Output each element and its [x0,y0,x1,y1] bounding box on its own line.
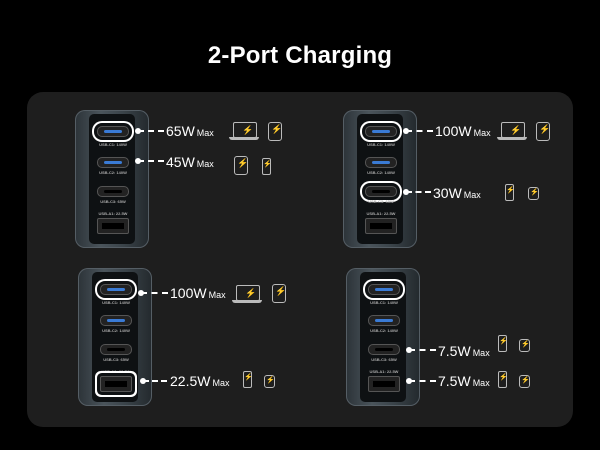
watch-icon: ⚡ [519,339,530,352]
connector-line [409,380,436,382]
bolt-icon: ⚡ [530,189,539,196]
port-label: USB-C1: 140W [102,300,130,305]
port-label: USB-C3: 65W [100,199,126,204]
connector-line [409,349,436,351]
connector-line [138,160,164,162]
config-2: USB-C1: 140W USB-C2: 140W USB-C3: 65W US… [343,110,600,270]
connector-line [406,191,431,193]
phone-icon: ⚡ [243,371,253,388]
port-label: USB-C3: 65W [103,357,129,362]
connector-line [141,292,168,294]
charger-port [368,376,400,392]
bolt-icon: ⚡ [510,125,522,135]
page-title: 2-Port Charging [207,42,393,69]
charger-port [97,186,129,197]
phone-icon: ⚡ [498,335,508,352]
port-label: USB-C3: 65W [368,199,394,204]
port-label: USB-A1: 22.5W [98,211,128,216]
bolt-icon: ⚡ [245,288,257,298]
port-label: USB-A1: 22.5W [369,369,399,374]
charger-port [97,157,129,168]
bolt-icon: ⚡ [237,158,249,168]
config-3: USB-C1: 140W USB-C2: 140W USB-C3: 65W US… [78,268,378,428]
watch-icon: ⚡ [264,375,275,388]
port-label: USB-C3: 65W [371,357,397,362]
bolt-icon: ⚡ [539,124,551,134]
phone-icon: ⚡ [262,158,272,175]
charger-port [100,284,132,295]
bolt-icon: ⚡ [242,125,254,135]
charger-port [100,344,132,355]
tablet-icon: ⚡ [268,122,282,141]
charger-port [365,126,397,137]
tablet-icon: ⚡ [234,156,248,175]
port-label: USB-C1: 140W [367,142,395,147]
port-label: USB-C2: 140W [367,170,395,175]
tablet-icon: ⚡ [272,284,286,303]
port-label: USB-C2: 140W [370,328,398,333]
charger-image: USB-C1: 140W USB-C2: 140W USB-C3: 65W US… [346,268,420,406]
charger-face: USB-C1: 140W USB-C2: 140W USB-C3: 65W US… [360,272,406,402]
charger-port [368,315,400,326]
watch-icon: ⚡ [519,375,530,388]
bolt-icon: ⚡ [271,124,283,134]
phone-icon: ⚡ [498,371,508,388]
port-label: USB-C2: 140W [102,328,130,333]
tablet-icon: ⚡ [536,122,550,141]
port-label: USB-A1: 22.5W [366,211,396,216]
charger-port [100,315,132,326]
bolt-icon: ⚡ [244,374,253,381]
laptop-icon: ⚡ [229,122,259,140]
charger-face: USB-C1: 140W USB-C2: 140W USB-C3: 65W US… [357,114,403,244]
watch-icon: ⚡ [528,187,539,200]
charger-port [365,218,397,234]
config-1: USB-C1: 140W USB-C2: 140W USB-C3: 65W US… [75,110,375,270]
charger-port [365,186,397,197]
charger-port [97,126,129,137]
charger-port [100,376,132,392]
bolt-icon: ⚡ [521,377,530,384]
bolt-icon: ⚡ [275,286,287,296]
charger-face: USB-C1: 140W USB-C2: 140W USB-C3: 65W US… [89,114,135,244]
port-label: USB-C1: 140W [99,142,127,147]
laptop-icon: ⚡ [232,285,262,303]
port-label: USB-A1: 22.5W [101,369,131,374]
charger-image: USB-C1: 140W USB-C2: 140W USB-C3: 65W US… [78,268,152,406]
config-4: USB-C1: 140W USB-C2: 140W USB-C3: 65W US… [346,268,600,428]
charger-port [365,157,397,168]
bolt-icon: ⚡ [266,377,275,384]
charger-image: USB-C1: 140W USB-C2: 140W USB-C3: 65W US… [343,110,417,248]
port-label: USB-C1: 140W [370,300,398,305]
port-label: USB-C2: 140W [99,170,127,175]
charger-face: USB-C1: 140W USB-C2: 140W USB-C3: 65W US… [92,272,138,402]
bolt-icon: ⚡ [499,338,508,345]
phone-icon: ⚡ [505,184,515,201]
connector-line [406,130,433,132]
bolt-icon: ⚡ [506,187,515,194]
laptop-icon: ⚡ [497,122,527,140]
connector-line [143,380,167,382]
connector-line [138,130,164,132]
bolt-icon: ⚡ [263,161,272,168]
charger-port [97,218,129,234]
bolt-icon: ⚡ [499,374,508,381]
bolt-icon: ⚡ [521,341,530,348]
charger-port [368,284,400,295]
charger-port [368,344,400,355]
